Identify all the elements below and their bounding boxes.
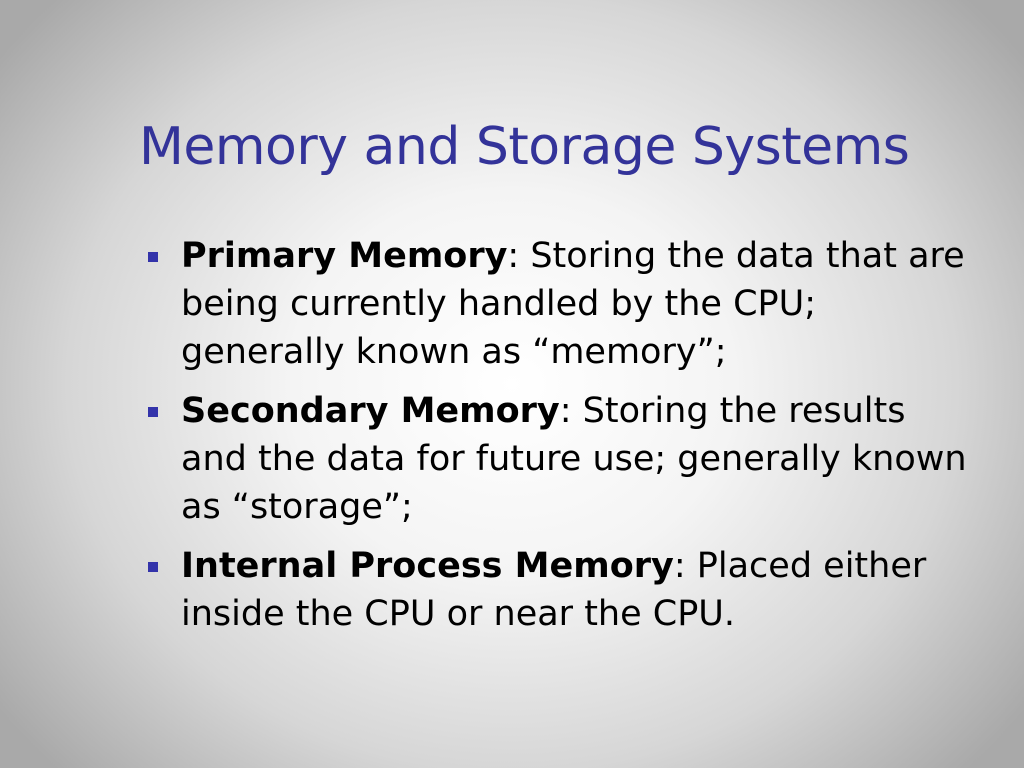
bullet-item-internal-process-memory: Internal Process Memory: Placed either i… (146, 542, 981, 638)
square-bullet-icon (148, 407, 158, 417)
square-bullet-icon (148, 252, 158, 262)
bullet-text: Storing the data that are being currentl… (181, 236, 965, 372)
bullet-separator: : (507, 236, 531, 276)
bullet-separator: : (673, 546, 697, 586)
bullet-item-primary-memory: Primary Memory: Storing the data that ar… (146, 232, 981, 376)
square-bullet-icon (148, 562, 158, 572)
slide-title: Memory and Storage Systems (139, 117, 910, 177)
bullet-text: Storing the results and the data for fut… (181, 391, 967, 527)
bullet-text: Placed either inside the CPU or near the… (181, 546, 927, 634)
bullet-separator: : (559, 391, 583, 431)
bullet-term: Secondary Memory (181, 391, 560, 431)
bullet-list: Primary Memory: Storing the data that ar… (146, 232, 981, 649)
bullet-term: Primary Memory (181, 236, 508, 276)
bullet-item-secondary-memory: Secondary Memory: Storing the results an… (146, 387, 981, 531)
bullet-term: Internal Process Memory (181, 546, 674, 586)
